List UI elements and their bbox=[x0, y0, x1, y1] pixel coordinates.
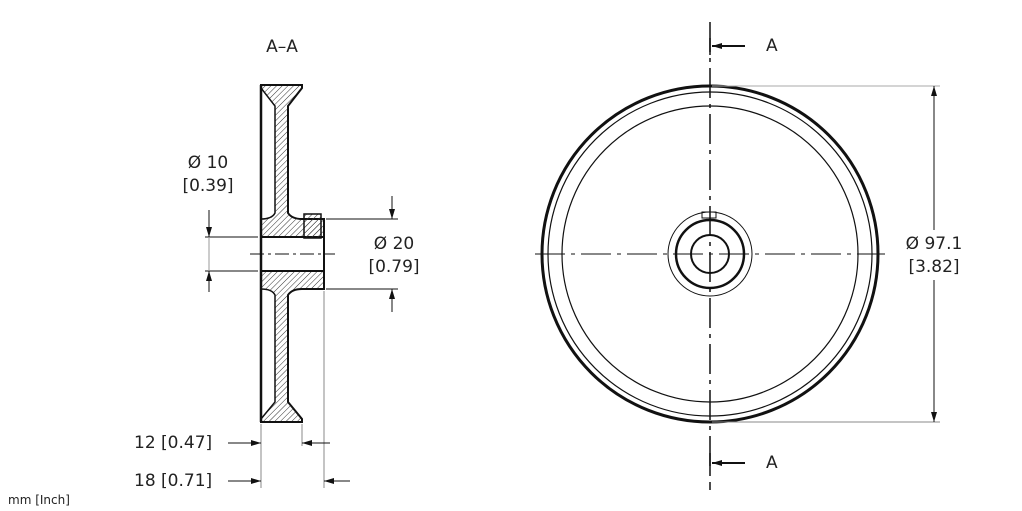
width-total-dim: 18 [0.71] bbox=[134, 471, 213, 491]
hub-dim-inch: [0.79] bbox=[368, 257, 420, 277]
section-title: A–A bbox=[266, 37, 298, 57]
section-marker-top: A bbox=[766, 36, 778, 56]
bore-dim-mm: Ø 10 bbox=[187, 153, 229, 173]
hub-dim-mm: Ø 20 bbox=[373, 234, 415, 254]
section-dimensions bbox=[205, 196, 398, 488]
width-wheel-dim: 12 [0.47] bbox=[134, 433, 213, 453]
set-screw bbox=[303, 213, 322, 239]
section-view bbox=[250, 84, 335, 423]
front-view bbox=[535, 22, 885, 490]
outer-dim-inch: [3.82] bbox=[908, 257, 960, 277]
units-note: mm [Inch] bbox=[8, 493, 70, 507]
front-dimensions bbox=[709, 38, 940, 472]
section-marker-bottom: A bbox=[766, 453, 778, 473]
section-hatch bbox=[260, 84, 325, 423]
outer-dim-mm: Ø 97.1 bbox=[905, 234, 963, 254]
bore-dim-inch: [0.39] bbox=[182, 176, 234, 196]
